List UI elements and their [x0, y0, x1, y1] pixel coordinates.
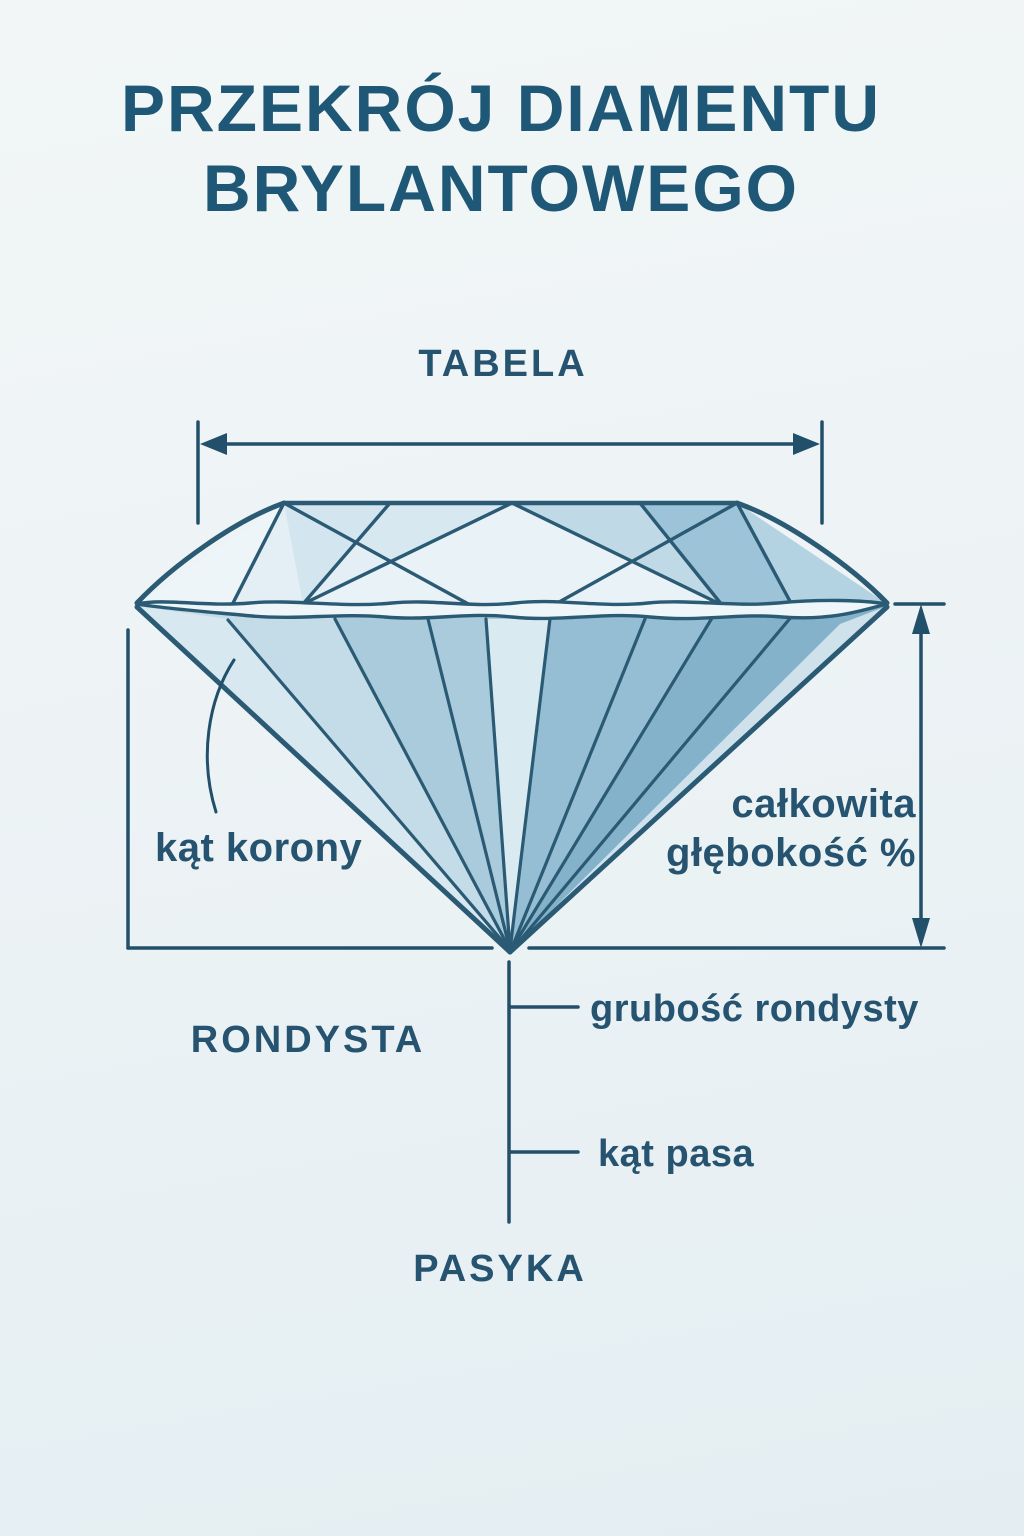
total-depth-label-line-2: głębokość %: [666, 831, 916, 875]
pavilion-facet-line: [426, 617, 512, 952]
pavilion-facet-line: [484, 617, 512, 952]
pavilion-facet-lines: [226, 614, 794, 952]
pavilion-facet-line: [509, 616, 714, 952]
pavilion-facet: [486, 619, 550, 950]
pavilion-facet-line: [333, 617, 512, 952]
title-line-2: BRYLANTOWEGO: [203, 151, 799, 225]
crown-angle-pointer-curve: [205, 658, 236, 814]
crown-facet-lines: [230, 501, 794, 608]
table-dimension: TABELA: [196, 343, 824, 525]
girdle-thickness-label: grubość rondysty: [590, 988, 919, 1030]
pavilion-facet-line: [510, 614, 794, 952]
pavilion-facet-line: [509, 617, 647, 952]
crown-angle-annotation: kąt korony: [126, 628, 363, 950]
lower-annotations: RONDYSTA grubość rondysty kąt pasa PASYK…: [191, 960, 919, 1290]
total-depth-dimension: całkowita głębokość %: [126, 602, 946, 950]
crown-outline-left: [134, 500, 287, 606]
table-dim-arrowhead-right: [793, 433, 820, 455]
crown-facet-line: [282, 501, 474, 608]
crown-facet: [303, 503, 722, 605]
depth-dim-arrowhead-down: [912, 918, 930, 948]
title-line-1: PRZEKRÓJ DIAMENTU: [121, 71, 881, 145]
crown-outline-right: [734, 500, 890, 606]
pavilion-label: PASYKA: [413, 1248, 587, 1290]
pavilion-angle-label: kąt pasa: [598, 1133, 754, 1175]
crown-facet: [137, 503, 284, 605]
crown-facet-line: [638, 501, 724, 607]
crown-facet-line: [550, 501, 739, 608]
pavilion-outline-right: [507, 604, 890, 955]
crown-facet-line: [301, 501, 514, 606]
title-block: PRZEKRÓJ DIAMENTU BRYLANTOWEGO: [121, 71, 881, 225]
girdle-band: [135, 598, 889, 621]
crown-facet: [737, 503, 887, 605]
table-dim-arrowhead-left: [200, 433, 227, 455]
diamond-outline: [134, 500, 890, 955]
pavilion-facet-line: [226, 618, 512, 952]
crown-facet-line: [301, 501, 392, 606]
pavilion-facet-line: [508, 617, 552, 952]
total-depth-label-line-1: całkowita: [731, 782, 916, 826]
crown-facet: [284, 503, 390, 604]
depth-dim-arrowhead-up: [912, 604, 930, 634]
pavilion-facets: [137, 606, 887, 952]
pavilion-outline-left: [134, 604, 513, 955]
crown-facet-line: [230, 501, 286, 607]
crown-angle-label: kąt korony: [155, 826, 363, 870]
table-label: TABELA: [418, 343, 587, 385]
girdle-label: RONDYSTA: [191, 1019, 425, 1061]
crown-facet-line: [735, 501, 794, 607]
crown-facet-line: [510, 501, 724, 607]
